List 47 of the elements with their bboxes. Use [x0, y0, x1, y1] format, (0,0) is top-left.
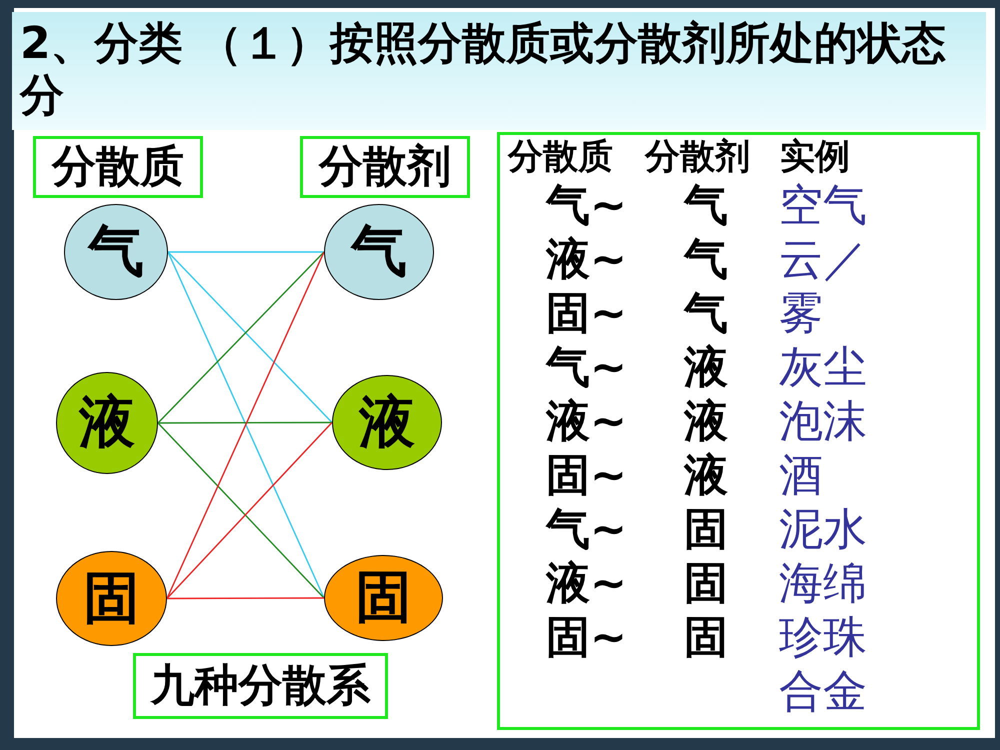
- solvent-state: 液: [684, 341, 728, 395]
- solute-state: 液~: [546, 557, 627, 611]
- solute-state: 固~: [546, 449, 627, 503]
- heading-text: 九种分散系: [150, 664, 370, 708]
- example-text: 灰尘: [779, 341, 868, 395]
- column-header: 实例: [780, 137, 850, 177]
- table-frame: [497, 132, 980, 730]
- example-text: 珍珠: [779, 611, 868, 665]
- example-text: 海绵: [779, 557, 868, 611]
- solvent-state: 液: [684, 395, 728, 449]
- solute-state: 固~: [546, 611, 627, 665]
- column-header: 分散剂: [645, 137, 751, 177]
- state-text: 液: [359, 394, 415, 450]
- solvent-state: 固: [684, 611, 728, 665]
- heading-text: 分散质: [52, 145, 184, 189]
- solvent-state: 固: [684, 557, 728, 611]
- solvent-state: 气: [684, 179, 728, 233]
- column-header: 分散质: [508, 137, 614, 177]
- solute-state: 气~: [546, 341, 627, 395]
- solvent-state: 固: [684, 503, 728, 557]
- state-text: 液: [79, 395, 135, 451]
- solvent-state: 气: [684, 287, 728, 341]
- connector-line: [168, 251, 324, 253]
- solute-state: 气~: [546, 179, 627, 233]
- state-text: 固: [84, 570, 140, 626]
- solute-state: 固~: [546, 287, 627, 341]
- state-text: 气: [351, 224, 407, 280]
- framed-caption: [133, 653, 388, 719]
- solute-state: 液~: [546, 395, 627, 449]
- connector-line: [167, 597, 324, 600]
- example-text: 空气: [779, 179, 868, 233]
- solvent-state: 液: [684, 449, 728, 503]
- solvent-state: 气: [684, 233, 728, 287]
- example-text: 云／雾: [779, 233, 868, 341]
- solute-state: 气~: [546, 503, 627, 557]
- framed-heading: [300, 136, 470, 198]
- framed-heading: [33, 136, 203, 198]
- connector-line: [158, 422, 332, 424]
- slide-title: 2、分类 （１）按照分散质或分散剂所处的状态分: [20, 18, 947, 122]
- heading-text: 分散剂: [319, 145, 451, 189]
- example-text: 泥水: [779, 503, 868, 557]
- state-text: 气: [88, 224, 144, 280]
- example-text: 泡沫: [779, 395, 868, 449]
- example-text: 合金: [779, 665, 868, 719]
- example-text: 酒: [779, 449, 824, 503]
- state-text: 固: [356, 570, 412, 626]
- solute-state: 液~: [546, 233, 627, 287]
